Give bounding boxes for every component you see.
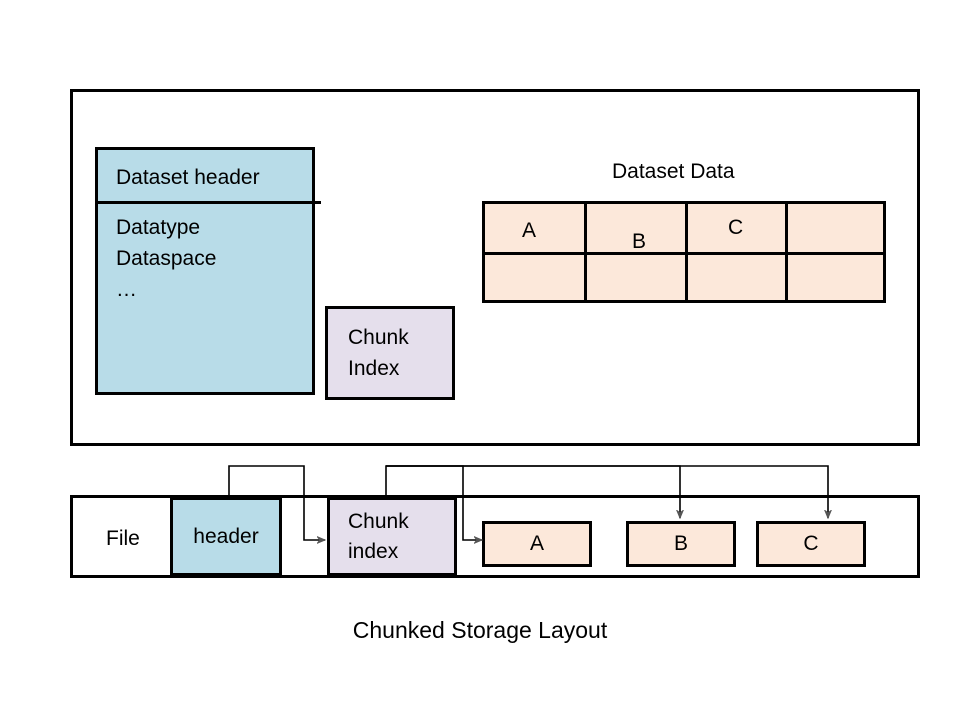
file-chunk-label-a: A (529, 532, 544, 555)
grid-cell-r1c2: B (632, 230, 647, 253)
dataset-attribute-ellipsis: … (116, 278, 138, 301)
file-chunk-block-c: C (756, 521, 866, 567)
file-label: File (106, 527, 140, 550)
grid-cell-r1c3: C (728, 216, 744, 239)
file-chunk-label-c: C (803, 532, 819, 555)
dataset-data-grid: A B C (482, 201, 886, 303)
file-chunk-index-block: Chunk index (327, 497, 457, 576)
file-chunk-index-label-line1: Chunk (348, 509, 409, 533)
file-chunk-block-a: A (482, 521, 592, 567)
file-header-label: header (193, 524, 259, 548)
chunk-index-label-line2: Index (348, 357, 400, 380)
grid-hline-1 (485, 252, 883, 255)
dataset-header-band: Dataset header (98, 150, 312, 204)
file-chunk-index-label-line2: index (348, 539, 399, 563)
dataset-header-object: Dataset header Datatype Dataspace … (95, 147, 315, 395)
file-header-block: header (170, 497, 282, 576)
dataset-attribute-dataspace: Dataspace (116, 247, 217, 270)
figure-caption: Chunked Storage Layout (352, 617, 608, 643)
dataset-header-label: Dataset header (116, 165, 260, 189)
chunk-index-label-line1: Chunk (348, 326, 409, 349)
dataset-header-divider (95, 201, 321, 204)
file-chunk-block-b: B (626, 521, 736, 567)
grid-cell-r1c1: A (522, 219, 537, 242)
dataset-data-caption: Dataset Data (612, 160, 735, 183)
dataset-object-body: Datatype Dataspace … (98, 212, 312, 305)
file-chunk-label-b: B (673, 532, 688, 555)
dataset-attribute-datatype: Datatype (116, 216, 201, 239)
chunk-index-box: Chunk Index (325, 306, 455, 400)
